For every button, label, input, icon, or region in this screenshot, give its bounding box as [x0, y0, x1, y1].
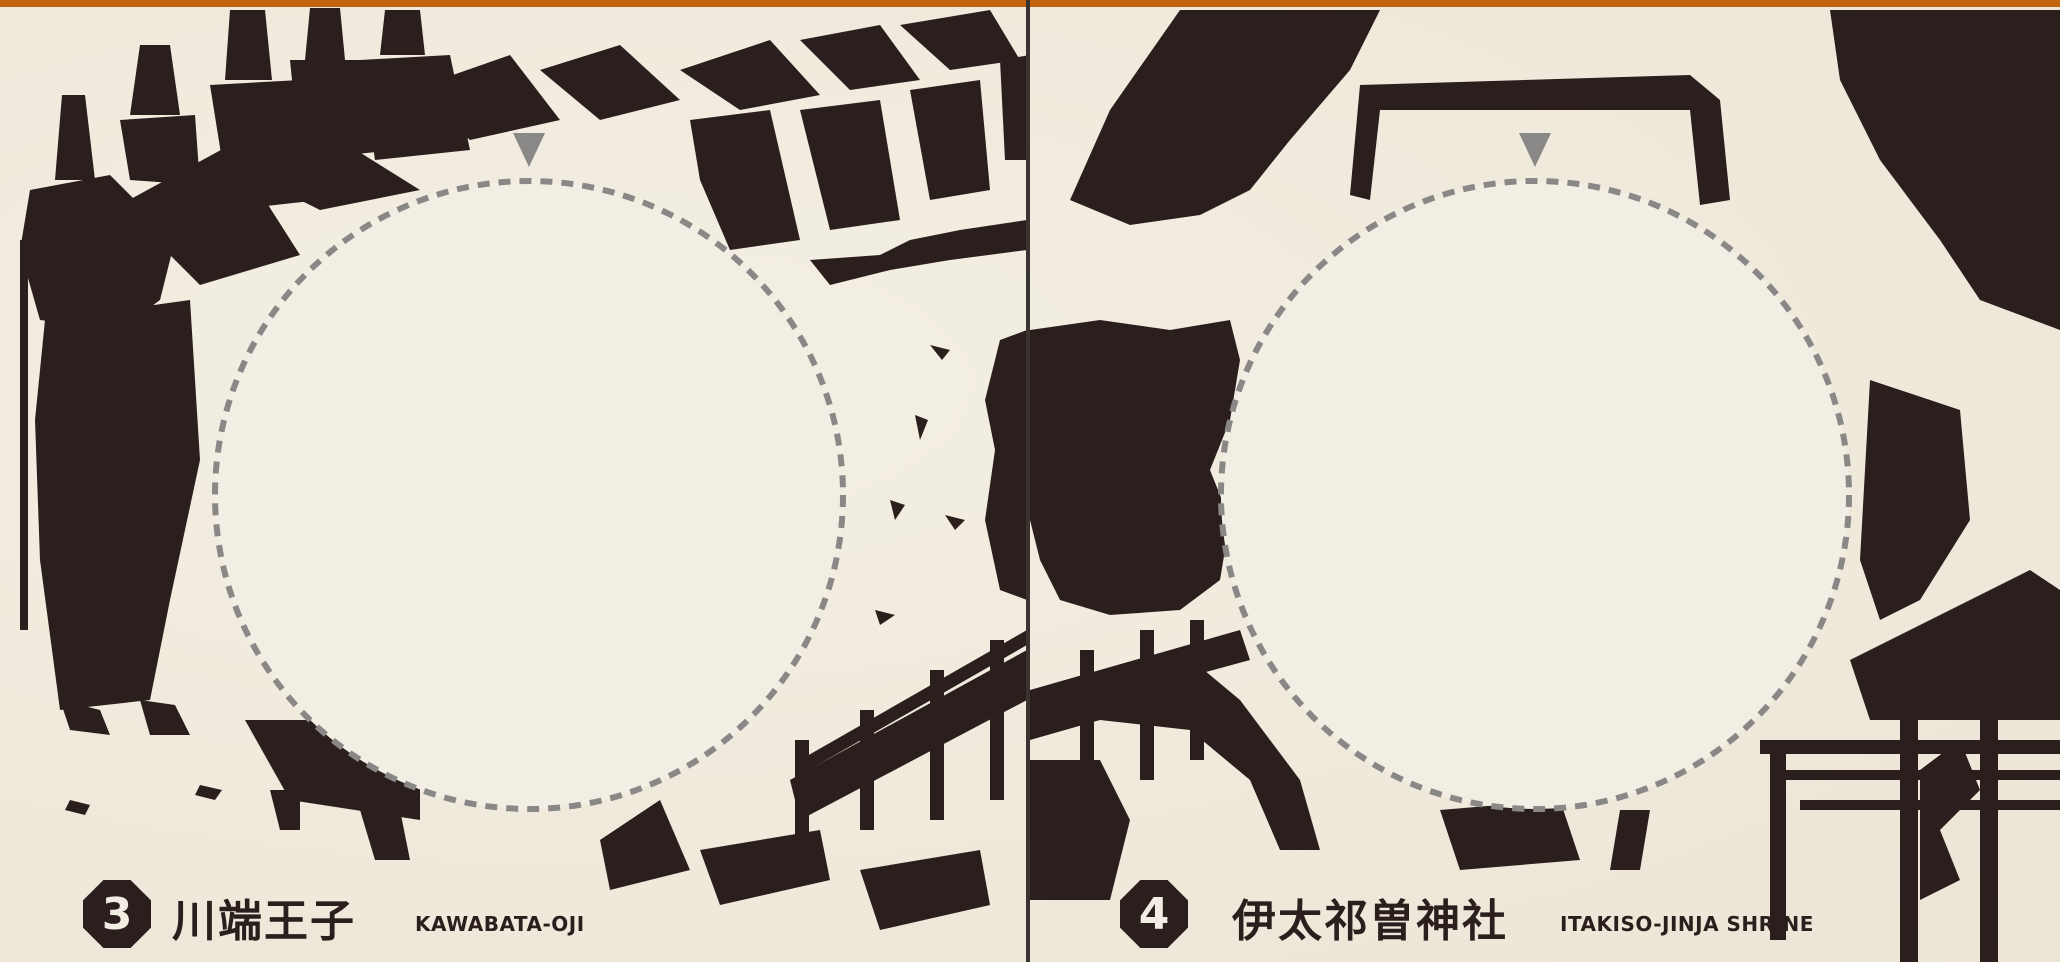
- panel-number-badge: 4: [1120, 880, 1188, 948]
- dashed-circle-outline: [1218, 178, 1852, 812]
- stamp-area-3[interactable]: [209, 175, 849, 815]
- location-name-jp: 伊太祁曽神社: [1232, 896, 1508, 947]
- stamp-marker-triangle: [513, 133, 545, 167]
- stamp-area-4[interactable]: [1215, 175, 1855, 815]
- location-name-en: KAWABATA-OJI: [415, 912, 585, 936]
- top-accent-bar: [0, 0, 2060, 7]
- arched-bridge-and-shrine-icon: [1030, 10, 2060, 962]
- location-name-en: ITAKISO-JINJA SHRINE: [1560, 912, 1814, 936]
- procession-of-pilgrims-icon: [20, 8, 1030, 930]
- panel-number-badge: 3: [83, 880, 151, 948]
- stamp-marker-triangle: [1519, 133, 1551, 167]
- panel-divider: [1026, 0, 1030, 962]
- location-name-jp: 川端王子: [172, 896, 356, 947]
- dashed-circle-outline: [212, 178, 846, 812]
